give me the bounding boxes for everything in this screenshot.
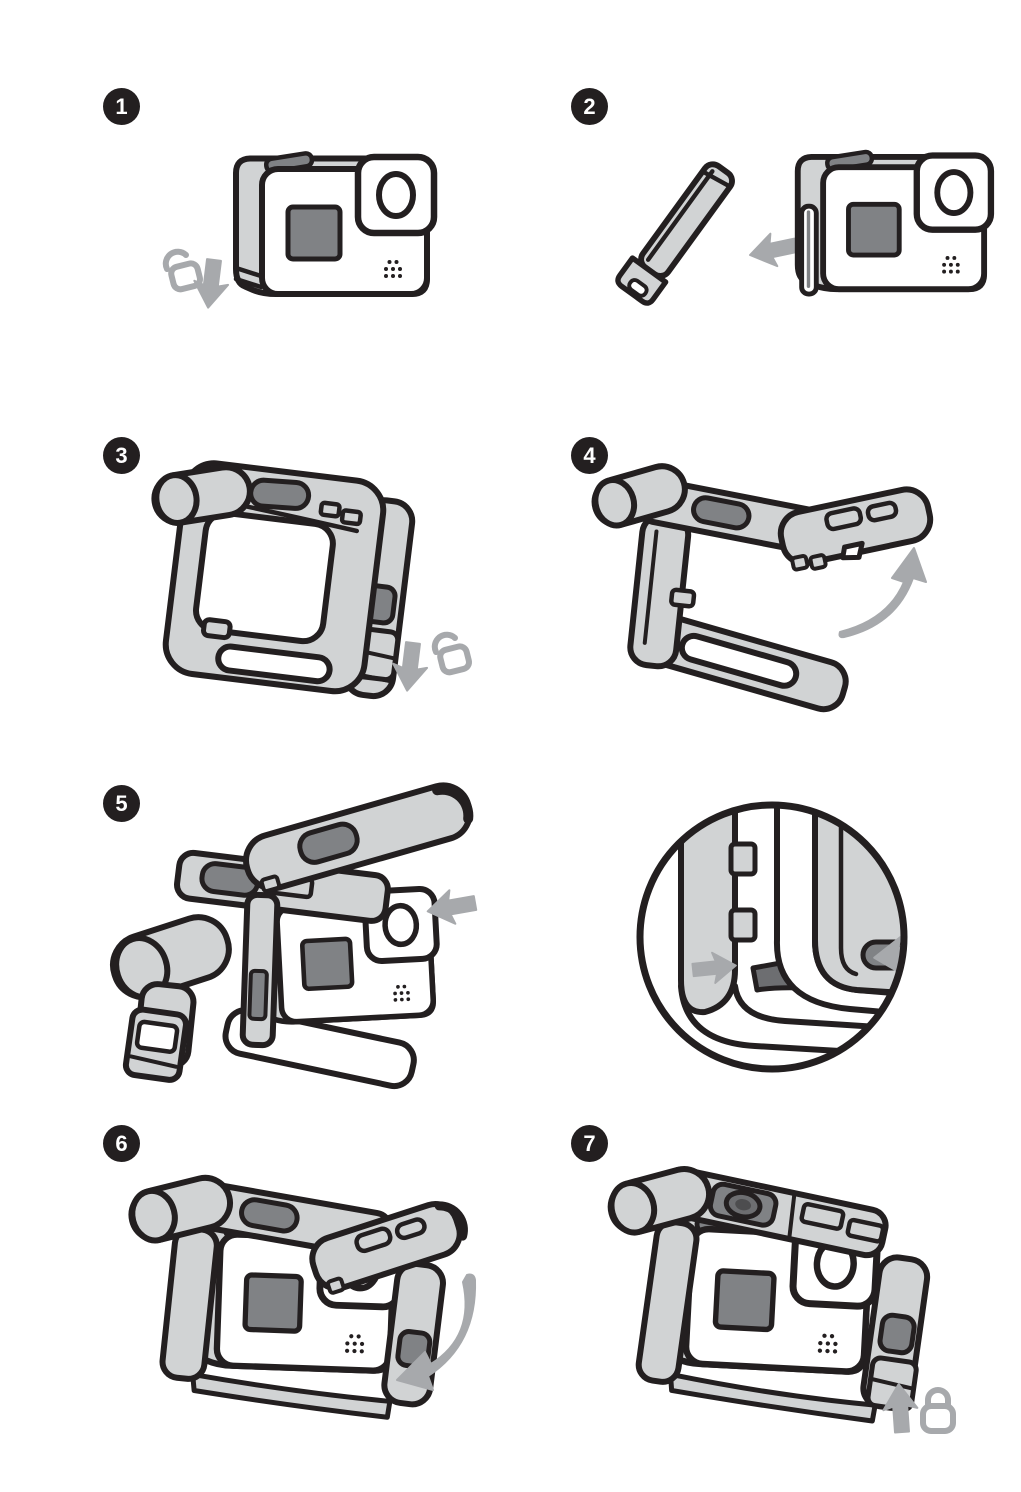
frame-camera-insert-illustration <box>110 782 474 1090</box>
detail-inset-illustration <box>625 790 920 1085</box>
frame-open-illustration <box>591 463 934 713</box>
step-1-illustration <box>140 132 460 337</box>
frame-camera-closing-illustration <box>128 1174 468 1420</box>
step-6-illustration <box>125 1140 485 1430</box>
arrow-left-icon <box>745 228 801 273</box>
assembled-camera-illustration <box>607 1166 931 1424</box>
step-2-illustration <box>588 128 988 343</box>
detail-circle-outline <box>636 801 908 1073</box>
step-5-badge: 5 <box>103 785 140 822</box>
lock-icon <box>923 1390 953 1431</box>
step-6-badge: 6 <box>103 1125 140 1162</box>
magnified-latch-detail <box>678 805 904 1059</box>
step-5-illustration <box>105 775 495 1095</box>
door-illustration <box>615 161 735 306</box>
step-3-illustration <box>145 445 495 735</box>
step-2-badge: 2 <box>571 88 608 125</box>
step-7-illustration <box>600 1140 980 1440</box>
step-4-badge: 4 <box>571 437 608 474</box>
curved-arrow-down-icon <box>396 1273 477 1391</box>
step-4-illustration <box>590 440 960 730</box>
unlock-icon <box>435 635 471 674</box>
camera-illustration <box>236 152 434 294</box>
step-7-badge: 7 <box>571 1125 608 1162</box>
latch-illustration <box>243 782 474 894</box>
step-1-badge: 1 <box>103 88 140 125</box>
step-3-badge: 3 <box>103 437 140 474</box>
latch-illustration <box>309 1201 468 1295</box>
curved-arrow-up-icon <box>838 547 927 639</box>
frame-illustration <box>151 460 416 700</box>
latch-illustration <box>777 486 934 572</box>
camera-illustration <box>798 151 991 297</box>
